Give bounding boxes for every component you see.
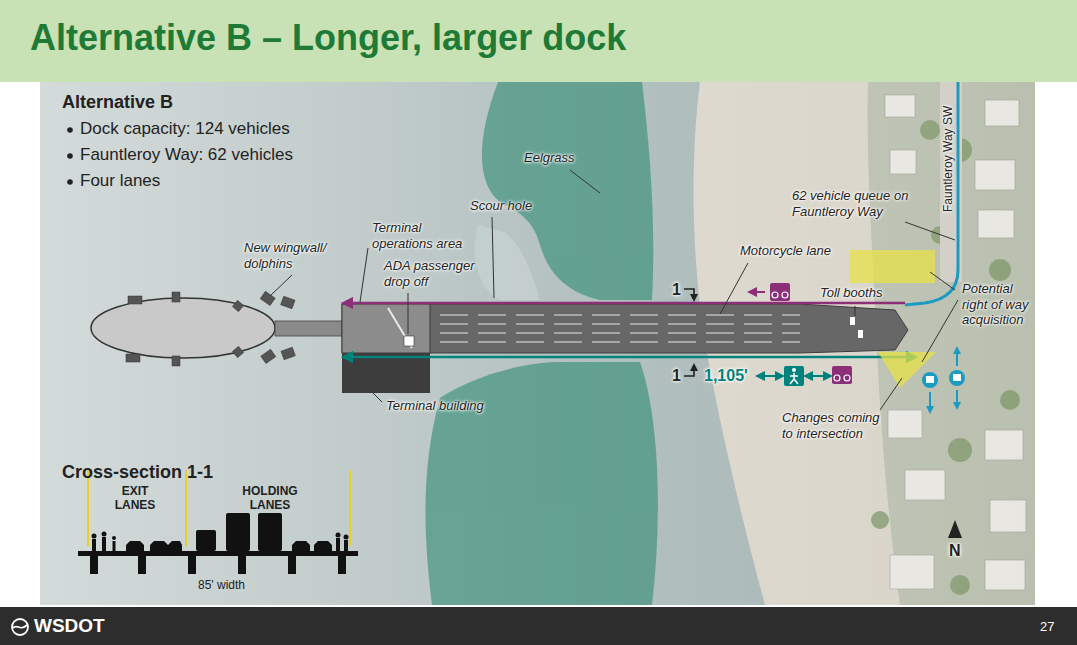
panel-heading: Alternative B [62,92,173,114]
cross-section [78,470,358,574]
map-label: Toll booths [820,285,882,301]
street-name: Fauntleroy Way SW [941,106,955,212]
map-label: Changes coming to intersection [782,410,892,441]
north-arrow-label: N [949,541,961,560]
slide-title: Alternative B – Longer, larger dock [30,16,626,59]
ferry-slip [91,291,345,366]
lane-label: EXIT LANES [110,484,160,513]
map-label: Potential right of way acquisition [962,281,1030,328]
footer-bar [0,607,1077,645]
bullet-dots [67,127,73,185]
lane-label: HOLDING LANES [230,484,310,513]
wsdot-logo [12,619,28,635]
section-markers [684,289,694,376]
map-label: New wingwall/ dolphins [244,240,339,271]
map-label: Scour hole [470,198,532,214]
scour-hole [475,225,540,300]
bullet-text: Fauntleroy Way: 62 vehicles [80,145,293,165]
map-label: Eelgrass [524,150,575,166]
dimension-label: 1,105' [704,366,748,385]
map-label: ADA passenger drop off [384,258,484,289]
leader-lines [270,170,958,410]
dock [342,82,958,393]
section-number: 1 [672,280,681,299]
map-label: Motorcycle lane [740,243,831,259]
map-label: Terminal operations area [372,220,472,251]
right-of-way-area [850,250,936,388]
page-number: 27 [1040,619,1054,635]
aerial-map [40,82,1035,605]
map-label: 62 vehicle queue on Fauntleroy Way [792,188,922,219]
bullet-text: Dock capacity: 124 vehicles [80,119,290,139]
dimension-label: 85' width [198,578,245,592]
footer-logo-text: WSDOT [34,615,105,638]
map-label: Terminal building [386,398,484,414]
section-number: 1 [672,366,681,385]
title-bar [0,0,1077,82]
bullet-text: Four lanes [80,171,160,191]
map-icons [752,283,965,538]
section-heading: Cross-section 1-1 [62,462,213,484]
